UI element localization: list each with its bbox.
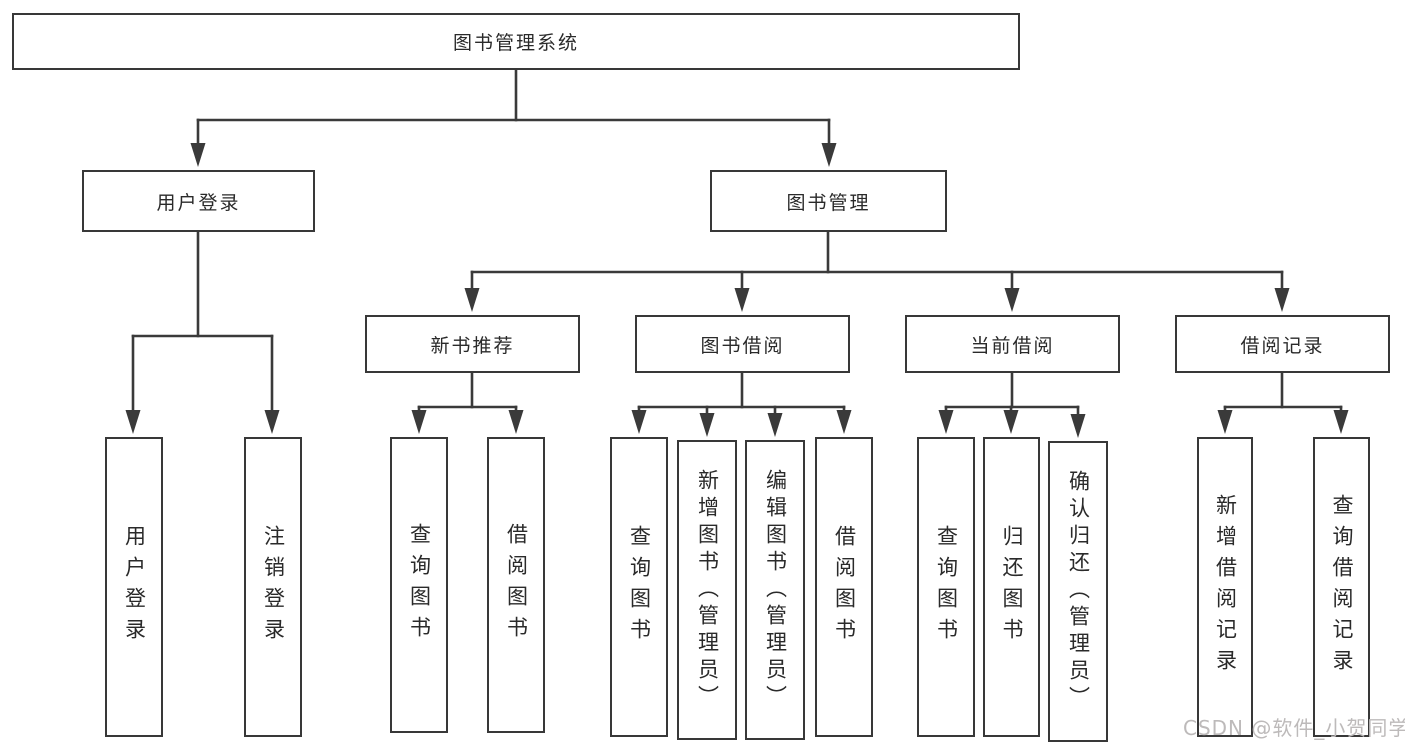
node-leaf-bb-borrow-books: 借阅图书 [815,437,873,737]
node-current-borrowing-label: 当前借阅 [970,334,1055,357]
node-borrowing-records-label: 借阅记录 [1240,334,1325,357]
node-leaf-cb-query-books-label: 查询图书 [934,525,959,649]
node-new-book-recommend-label: 新书推荐 [430,334,515,357]
node-user-login: 用户登录 [82,170,315,232]
connector-book-borrow-branch [631,371,852,437]
node-root-label: 图书管理系统 [452,32,579,54]
node-leaf-bb-query-books-label: 查询图书 [627,525,652,649]
node-leaf-cb-return-books-label: 归还图书 [1000,525,1024,649]
connector-user-login-branch [125,230,280,434]
node-leaf-br-query-record: 查询借阅记录 [1313,437,1370,737]
node-leaf-bb-edit-books-admin-label: 编辑图书（管理员） [763,468,788,712]
node-leaf-user-login: 用户登录 [105,437,163,737]
node-leaf-nbr-query-books: 查询图书 [390,437,448,733]
node-root: 图书管理系统 [12,13,1020,70]
node-book-management: 图书管理 [710,170,947,232]
node-user-login-label: 用户登录 [156,191,241,214]
connector-new-book-rec-branch [411,371,524,434]
node-new-book-recommend: 新书推荐 [365,315,580,373]
node-leaf-user-login-label: 用户登录 [122,525,147,649]
watermark: CSDN @软件_小贺同学 [1183,716,1405,740]
node-leaf-br-query-record-label: 查询借阅记录 [1330,494,1354,680]
node-book-borrowing-label: 图书借阅 [700,334,785,357]
node-book-management-label: 图书管理 [786,191,871,214]
connector-book-mgmt-to-level3 [464,230,1290,312]
connector-borrow-records-branch [1217,371,1349,434]
node-leaf-logout: 注销登录 [244,437,302,737]
node-book-borrowing: 图书借阅 [635,315,850,373]
connector-root-to-level2 [190,68,837,167]
node-leaf-bb-edit-books-admin: 编辑图书（管理员） [745,440,805,740]
node-leaf-br-add-record-label: 新增借阅记录 [1213,494,1238,680]
node-leaf-bb-query-books: 查询图书 [610,437,668,737]
node-leaf-bb-add-books-admin: 新增图书（管理员） [677,440,737,740]
node-leaf-cb-confirm-return-admin: 确认归还（管理员） [1048,441,1108,742]
node-leaf-bb-borrow-books-label: 借阅图书 [832,525,857,649]
connector-current-borrow-branch [938,371,1086,438]
node-leaf-bb-add-books-admin-label: 新增图书（管理员） [695,468,720,712]
node-borrowing-records: 借阅记录 [1175,315,1390,373]
node-leaf-cb-return-books: 归还图书 [983,437,1040,737]
node-leaf-logout-label: 注销登录 [261,525,286,649]
node-current-borrowing: 当前借阅 [905,315,1120,373]
node-leaf-nbr-borrow-books-label: 借阅图书 [504,523,529,647]
node-leaf-cb-query-books: 查询图书 [917,437,975,737]
node-leaf-cb-confirm-return-admin-label: 确认归还（管理员） [1066,470,1091,713]
node-leaf-nbr-query-books-label: 查询图书 [407,523,432,647]
node-leaf-br-add-record: 新增借阅记录 [1197,437,1253,737]
node-leaf-nbr-borrow-books: 借阅图书 [487,437,545,733]
